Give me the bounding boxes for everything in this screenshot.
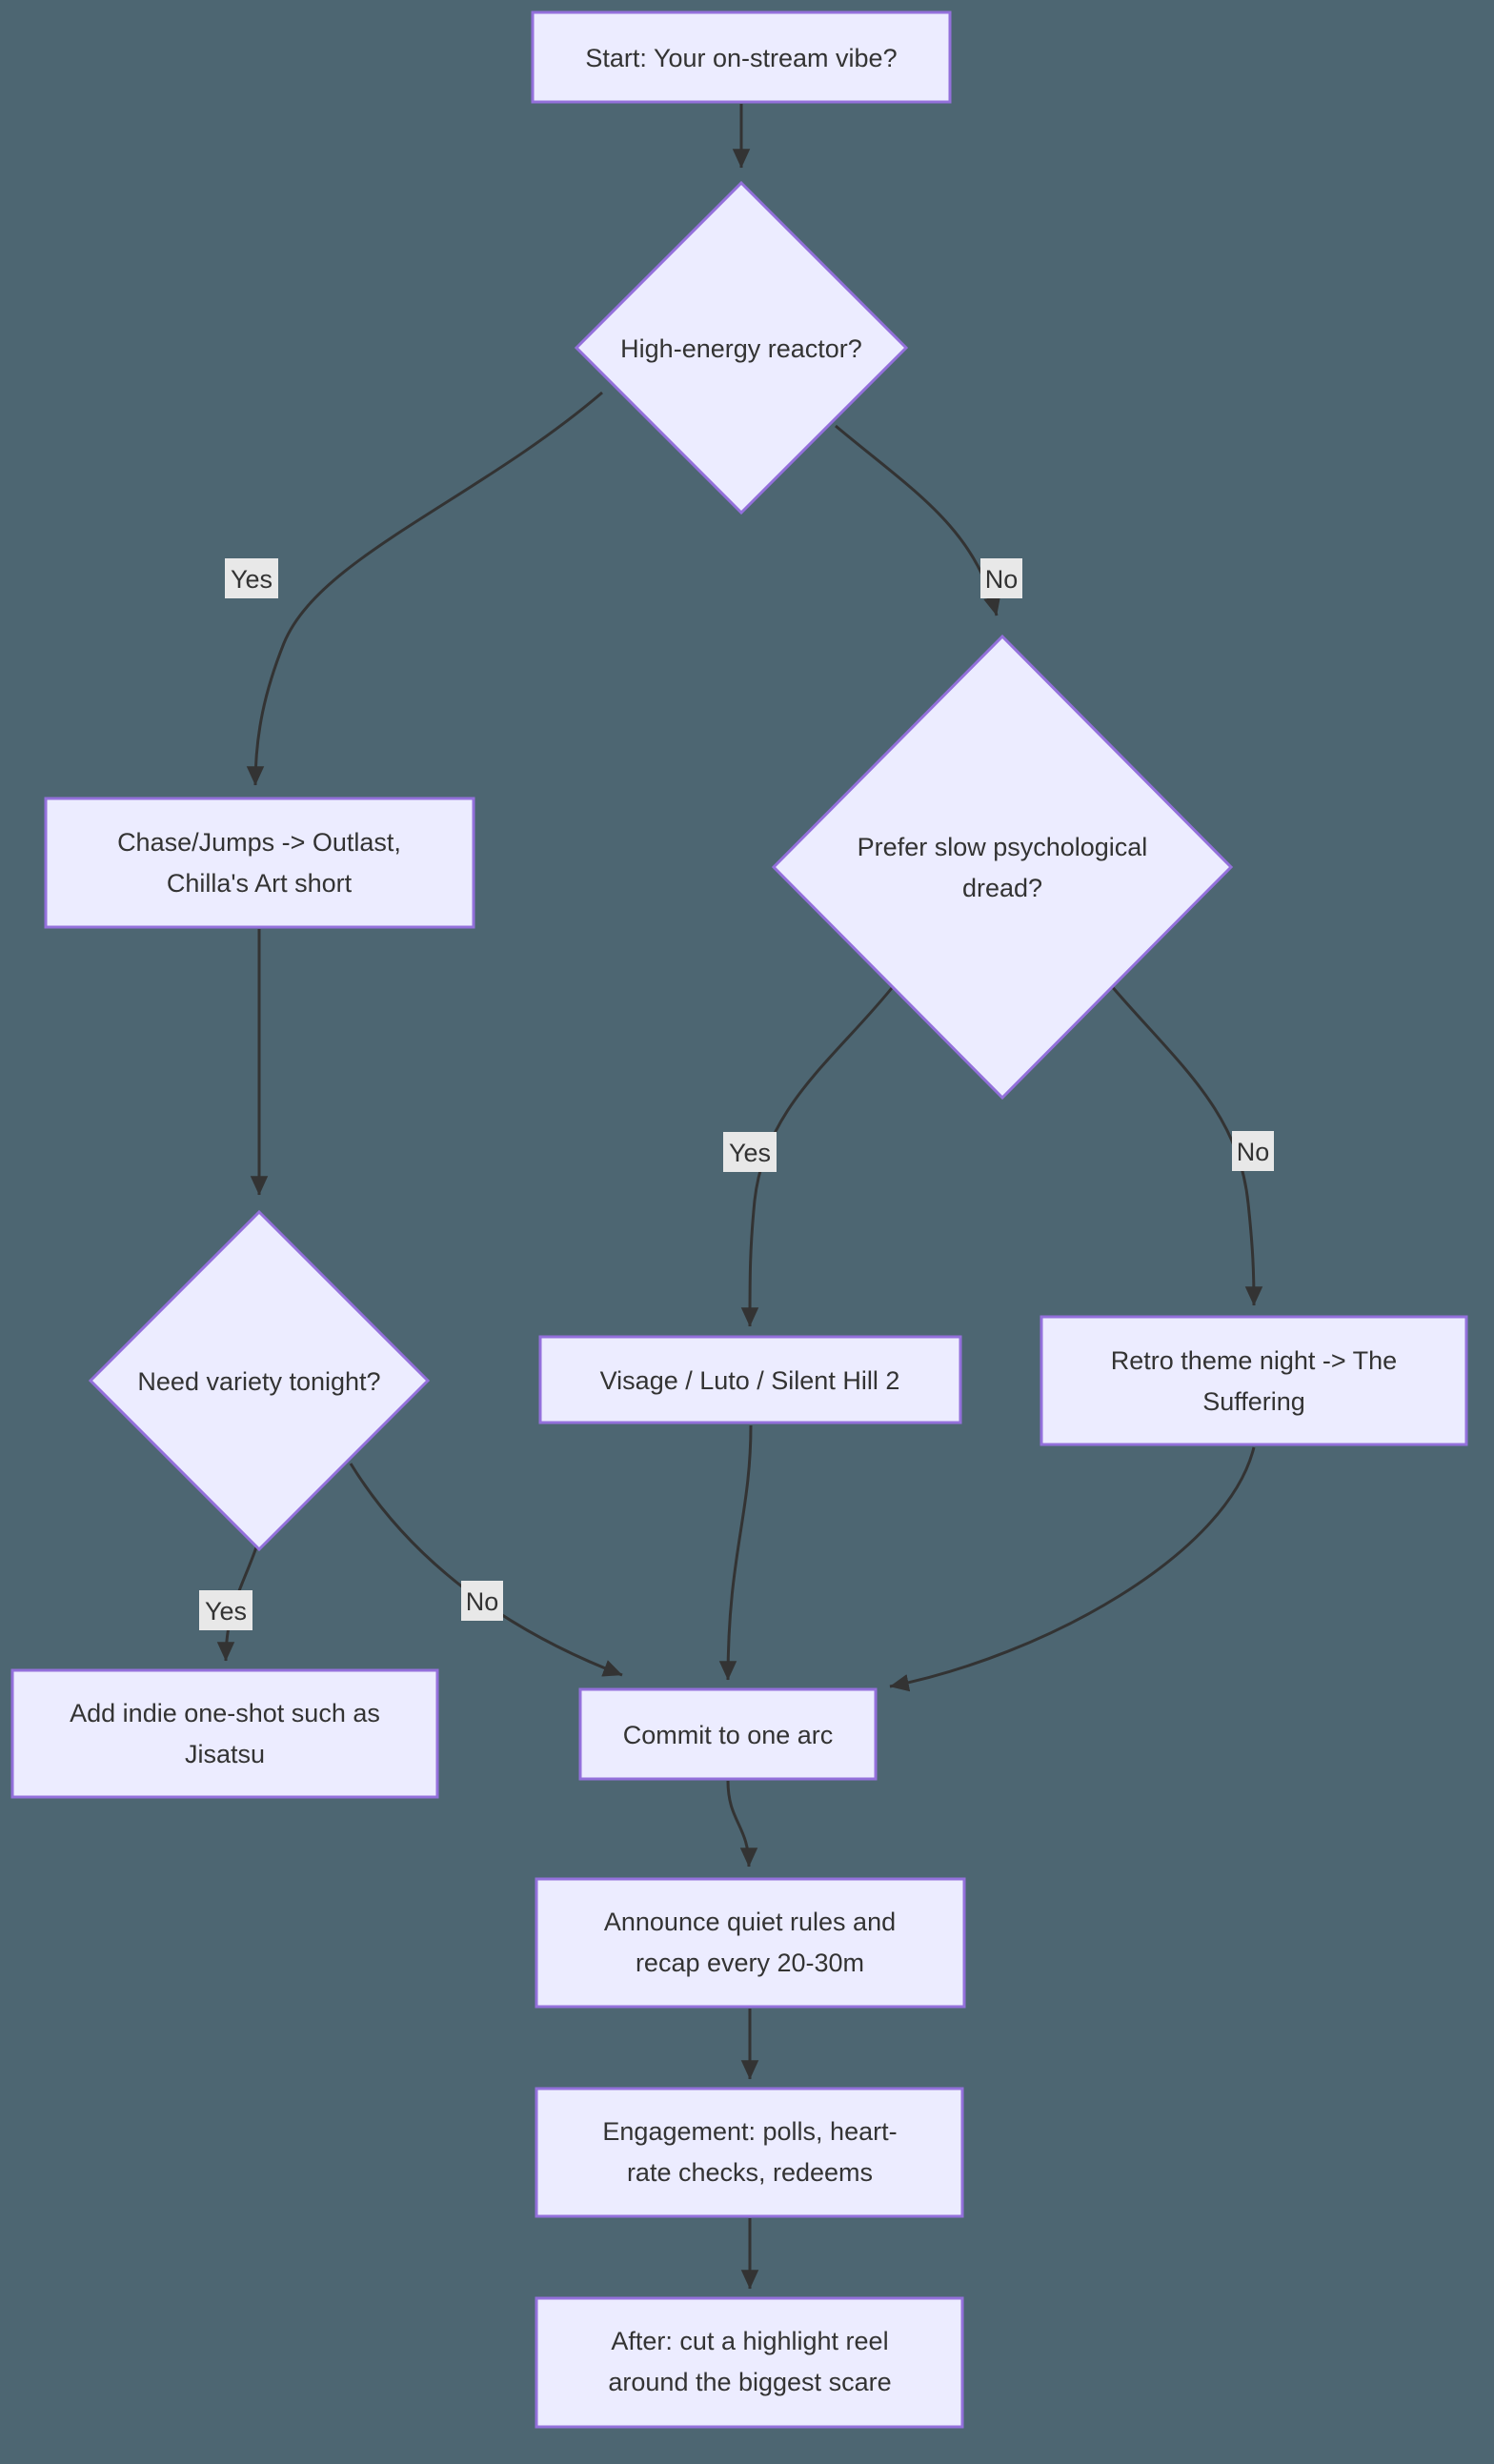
edge-label-bg	[199, 1590, 252, 1630]
edge-high-energy-no-to-dread	[835, 424, 1001, 616]
edge-label-text: No	[1237, 1138, 1270, 1166]
node-visage: Visage / Luto / Silent Hill 2	[538, 1335, 962, 1424]
edge-label-dread-yes: Yes	[723, 1132, 777, 1172]
edge-label-variety-no: No	[461, 1581, 503, 1621]
node-after-shape	[535, 2296, 964, 2429]
edge-label-text: No	[985, 565, 1019, 594]
edge-label-bg	[723, 1132, 777, 1172]
node-dread-shape	[771, 634, 1234, 1101]
node-dread-label-line2: dread?	[962, 874, 1042, 902]
node-after: After: cut a highlight reel around the b…	[535, 2296, 964, 2429]
node-commit: Commit to one arc	[578, 1687, 878, 1781]
edge-label-variety-yes: Yes	[199, 1590, 252, 1630]
node-commit-label: Commit to one arc	[623, 1721, 834, 1749]
node-visage-shape	[538, 1335, 962, 1424]
node-retro-label-line2: Suffering	[1202, 1387, 1305, 1416]
node-high-energy-shape	[574, 180, 909, 515]
edge-label-high-energy-no: No	[980, 558, 1022, 598]
node-dread-label-line1: Prefer slow psychological	[858, 833, 1148, 861]
node-dread: Prefer slow psychological dread?	[771, 634, 1234, 1101]
node-jisatsu-label-line2: Jisatsu	[185, 1740, 265, 1768]
node-chase-label-line2: Chilla's Art short	[167, 869, 353, 898]
edge-variety-no-to-commit	[349, 1463, 623, 1677]
edge-label-bg	[1232, 1131, 1274, 1171]
node-engagement-label-line2: rate checks, redeems	[627, 2158, 873, 2187]
edge-label-text: No	[466, 1587, 499, 1616]
edge-visage-to-commit	[718, 1424, 753, 1681]
node-chase-shape	[44, 797, 475, 929]
node-engagement-shape	[535, 2087, 964, 2218]
node-retro-shape	[1040, 1315, 1468, 1446]
node-engagement-label-line1: Engagement: polls, heart-	[602, 2117, 897, 2146]
node-retro-label-line1: Retro theme night -> The	[1111, 1346, 1397, 1375]
edge-label-bg	[461, 1581, 503, 1621]
node-high-energy-label: High-energy reactor?	[620, 334, 862, 363]
node-high-energy: High-energy reactor?	[574, 180, 909, 515]
edge-label-text: Yes	[729, 1139, 771, 1167]
node-variety: Need variety tonight?	[88, 1209, 431, 1552]
node-commit-shape	[578, 1687, 878, 1781]
node-variety-shape	[88, 1209, 431, 1552]
node-retro: Retro theme night -> The Suffering	[1040, 1315, 1468, 1446]
node-visage-label: Visage / Luto / Silent Hill 2	[600, 1366, 900, 1395]
node-jisatsu-label-line1: Add indie one-shot such as	[70, 1699, 380, 1727]
node-engagement: Engagement: polls, heart- rate checks, r…	[535, 2087, 964, 2218]
node-variety-label: Need variety tonight?	[137, 1367, 380, 1396]
node-announce-label-line1: Announce quiet rules and	[604, 1908, 896, 1936]
node-start: Start: Your on-stream vibe?	[531, 10, 952, 104]
edge-label-text: Yes	[231, 565, 273, 594]
edge-label-bg	[225, 558, 278, 598]
edge-dread-no-to-retro	[1108, 983, 1263, 1306]
edge-label-text: Yes	[205, 1597, 247, 1626]
node-start-shape	[531, 10, 952, 104]
edge-commit-to-announce	[726, 1780, 758, 1868]
edge-retro-to-commit	[889, 1446, 1256, 1692]
edge-label-dread-no: No	[1232, 1131, 1274, 1171]
node-jisatsu-shape	[10, 1668, 439, 1799]
node-chase-label-line1: Chase/Jumps -> Outlast,	[117, 828, 401, 857]
node-start-label: Start: Your on-stream vibe?	[585, 44, 897, 72]
edge-label-high-energy-yes: Yes	[225, 558, 278, 598]
edge-label-bg	[980, 558, 1022, 598]
node-chase: Chase/Jumps -> Outlast, Chilla's Art sho…	[44, 797, 475, 929]
node-announce: Announce quiet rules and recap every 20-…	[535, 1877, 966, 2009]
node-announce-label-line2: recap every 20-30m	[636, 1949, 864, 1977]
node-jisatsu: Add indie one-shot such as Jisatsu	[10, 1668, 439, 1799]
edge-high-energy-yes-to-chase	[246, 391, 603, 786]
node-after-label-line2: around the biggest scare	[608, 2368, 891, 2396]
node-announce-shape	[535, 1877, 966, 2009]
node-after-label-line1: After: cut a highlight reel	[611, 2327, 888, 2355]
